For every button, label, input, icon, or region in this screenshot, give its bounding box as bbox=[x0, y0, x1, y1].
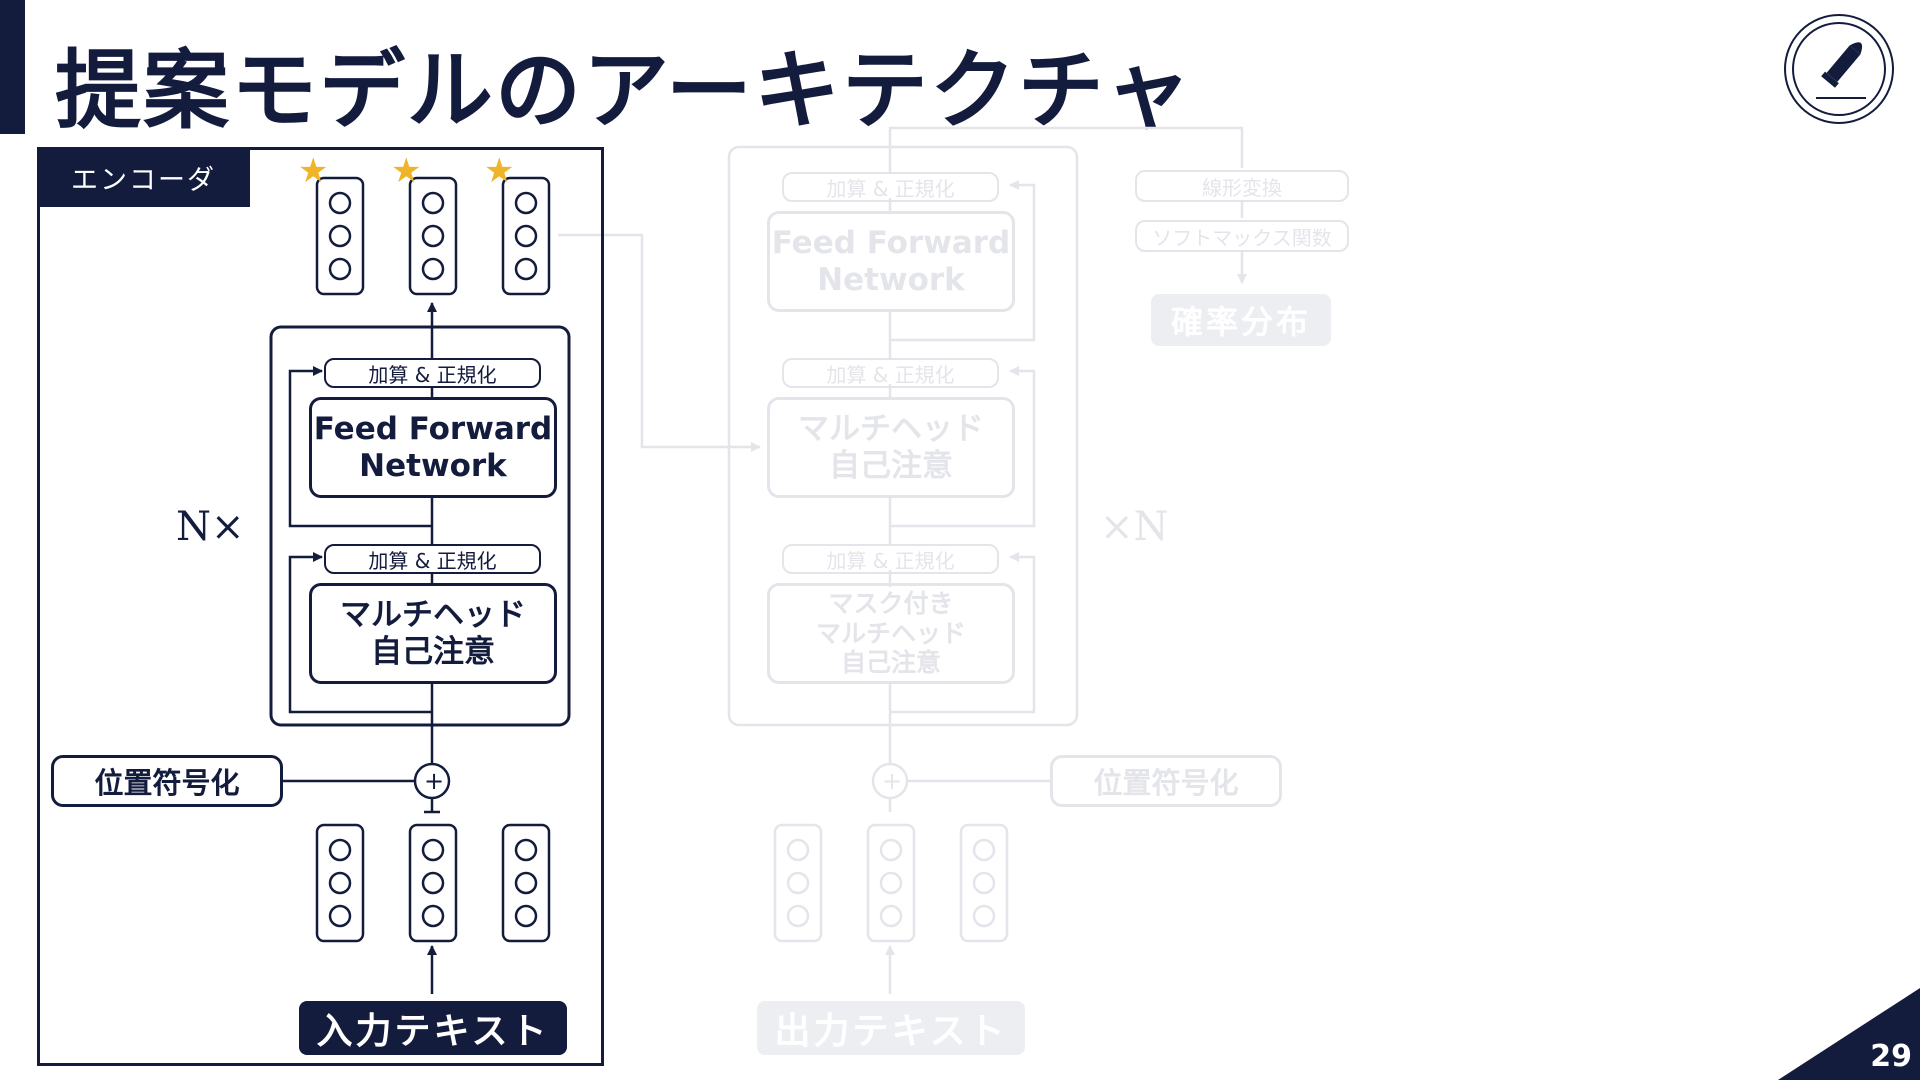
page-corner bbox=[1778, 988, 1920, 1080]
decoder-positional-encoding: 位置符号化 bbox=[1050, 755, 1282, 807]
star-icon: ★ bbox=[391, 151, 422, 191]
probability-distribution: 確率分布 bbox=[1151, 294, 1331, 346]
star-icon: ★ bbox=[298, 151, 329, 191]
encoder-label: エンコーダ bbox=[37, 147, 250, 207]
decoder-add-norm-3: 加算 & 正規化 bbox=[782, 544, 999, 574]
linear-transform: 線形変換 bbox=[1135, 170, 1349, 202]
title-accent-bar bbox=[0, 0, 25, 134]
encoder-add-norm-top: 加算 & 正規化 bbox=[324, 358, 541, 388]
decoder-add-norm-2: 加算 & 正規化 bbox=[782, 358, 999, 388]
logo bbox=[1784, 14, 1894, 124]
decoder-repeat-label: ×N bbox=[1100, 504, 1169, 550]
output-text-label: 出力テキスト bbox=[757, 1001, 1025, 1055]
star-icon: ★ bbox=[484, 151, 515, 191]
encoder-self-attention: マルチヘッド 自己注意 bbox=[309, 583, 557, 684]
slide-title: 提案モデルのアーキテクチャ bbox=[55, 41, 1193, 141]
encoder-positional-encoding: 位置符号化 bbox=[51, 755, 283, 807]
softmax-function: ソフトマックス関数 bbox=[1135, 220, 1349, 252]
decoder-cross-attention: マルチヘッド 自己注意 bbox=[767, 397, 1015, 498]
decoder-masked-attention: マスク付き マルチヘッド 自己注意 bbox=[767, 583, 1015, 684]
encoder-add-norm-bottom: 加算 & 正規化 bbox=[324, 544, 541, 574]
add-icon: + bbox=[882, 767, 903, 795]
encoder-frame bbox=[37, 147, 604, 1066]
encoder-repeat-label: N× bbox=[176, 504, 245, 550]
decoder-feed-forward: Feed Forward Network bbox=[767, 211, 1015, 312]
add-icon: + bbox=[424, 767, 445, 795]
decoder-add-norm-1: 加算 & 正規化 bbox=[782, 172, 999, 202]
bullet-icon bbox=[1792, 22, 1886, 116]
encoder-feed-forward: Feed Forward Network bbox=[309, 397, 557, 498]
page-number: 29 bbox=[1870, 1039, 1912, 1074]
input-text-label: 入力テキスト bbox=[299, 1001, 567, 1055]
